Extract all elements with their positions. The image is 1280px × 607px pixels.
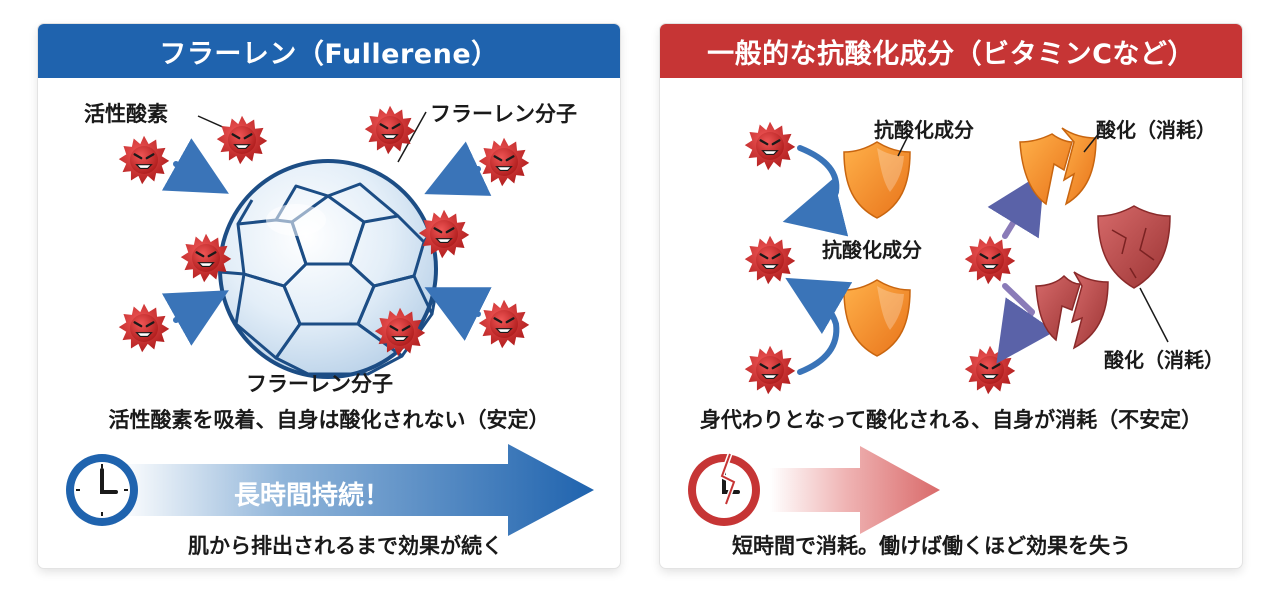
antioxidant-footer: 短時間で消耗。働けば働くほど効果を失う: [732, 534, 1131, 558]
oxidized-label-bottom: 酸化（消耗）: [1104, 348, 1224, 372]
fullerene-molecule-label-bottom: フラーレン分子: [246, 372, 393, 396]
adsorption-arrows: [161, 138, 492, 346]
antioxidant-label-middle: 抗酸化成分: [822, 238, 922, 262]
fullerene-panel-title: フラーレン（Fullerene）: [38, 24, 620, 78]
deflection-arrows: [782, 145, 853, 375]
broken-clock-icon: [688, 453, 760, 526]
radical-icon: [743, 344, 797, 396]
short-duration-arrow: [770, 446, 940, 534]
fullerene-caption: 活性酸素を吸着、自身は酸化されない（安定）: [108, 408, 550, 432]
radical-icon: [963, 234, 1017, 286]
clock-icon: [66, 454, 138, 526]
antioxidant-caption: 身代わりとなって酸化される、自身が消耗（不安定）: [699, 408, 1203, 432]
fullerene-illustration: [66, 104, 594, 536]
arrow-bottom-left: [161, 290, 229, 346]
oxidized-label-top: 酸化（消耗）: [1096, 118, 1216, 142]
radical-icon: [215, 114, 269, 166]
radical-icon: [743, 234, 797, 286]
oxidation-arrows: [987, 171, 1056, 364]
arrow-bottom-right: [424, 287, 492, 341]
antioxidant-illustration: [688, 120, 1171, 534]
arrow-top-left: [161, 138, 229, 194]
long-lasting-banner-text: 長時間持続！: [234, 481, 391, 511]
radical-icon: [363, 104, 417, 156]
radical-icon: [963, 344, 1017, 396]
broken-red-shield-icon: [1035, 271, 1109, 350]
radical-icon: [477, 136, 531, 188]
fullerene-footer: 肌から排出されるまで効果が続く: [188, 534, 503, 558]
fullerene-panel: フラーレン（Fullerene）: [38, 24, 620, 568]
antioxidant-label-top: 抗酸化成分: [874, 118, 974, 142]
fullerene-molecule-label-top: フラーレン分子: [430, 102, 577, 126]
active-oxygen-label: 活性酸素: [84, 102, 168, 126]
radical-icon: [117, 134, 171, 186]
long-lasting-banner: [118, 444, 594, 536]
antioxidant-panel: 一般的な抗酸化成分（ビタミンCなど）: [660, 24, 1242, 568]
antioxidant-shield-icon: [843, 279, 911, 357]
arrow-top-right: [424, 141, 492, 196]
fullerene-molecule-ball: [218, 159, 438, 379]
radical-icon: [477, 298, 531, 350]
damaged-shield-icon: [1097, 205, 1171, 289]
radical-icon: [743, 120, 797, 172]
radical-icon: [117, 302, 171, 354]
antioxidant-panel-title: 一般的な抗酸化成分（ビタミンCなど）: [660, 24, 1242, 78]
leader-line-fullerene: [397, 111, 427, 163]
